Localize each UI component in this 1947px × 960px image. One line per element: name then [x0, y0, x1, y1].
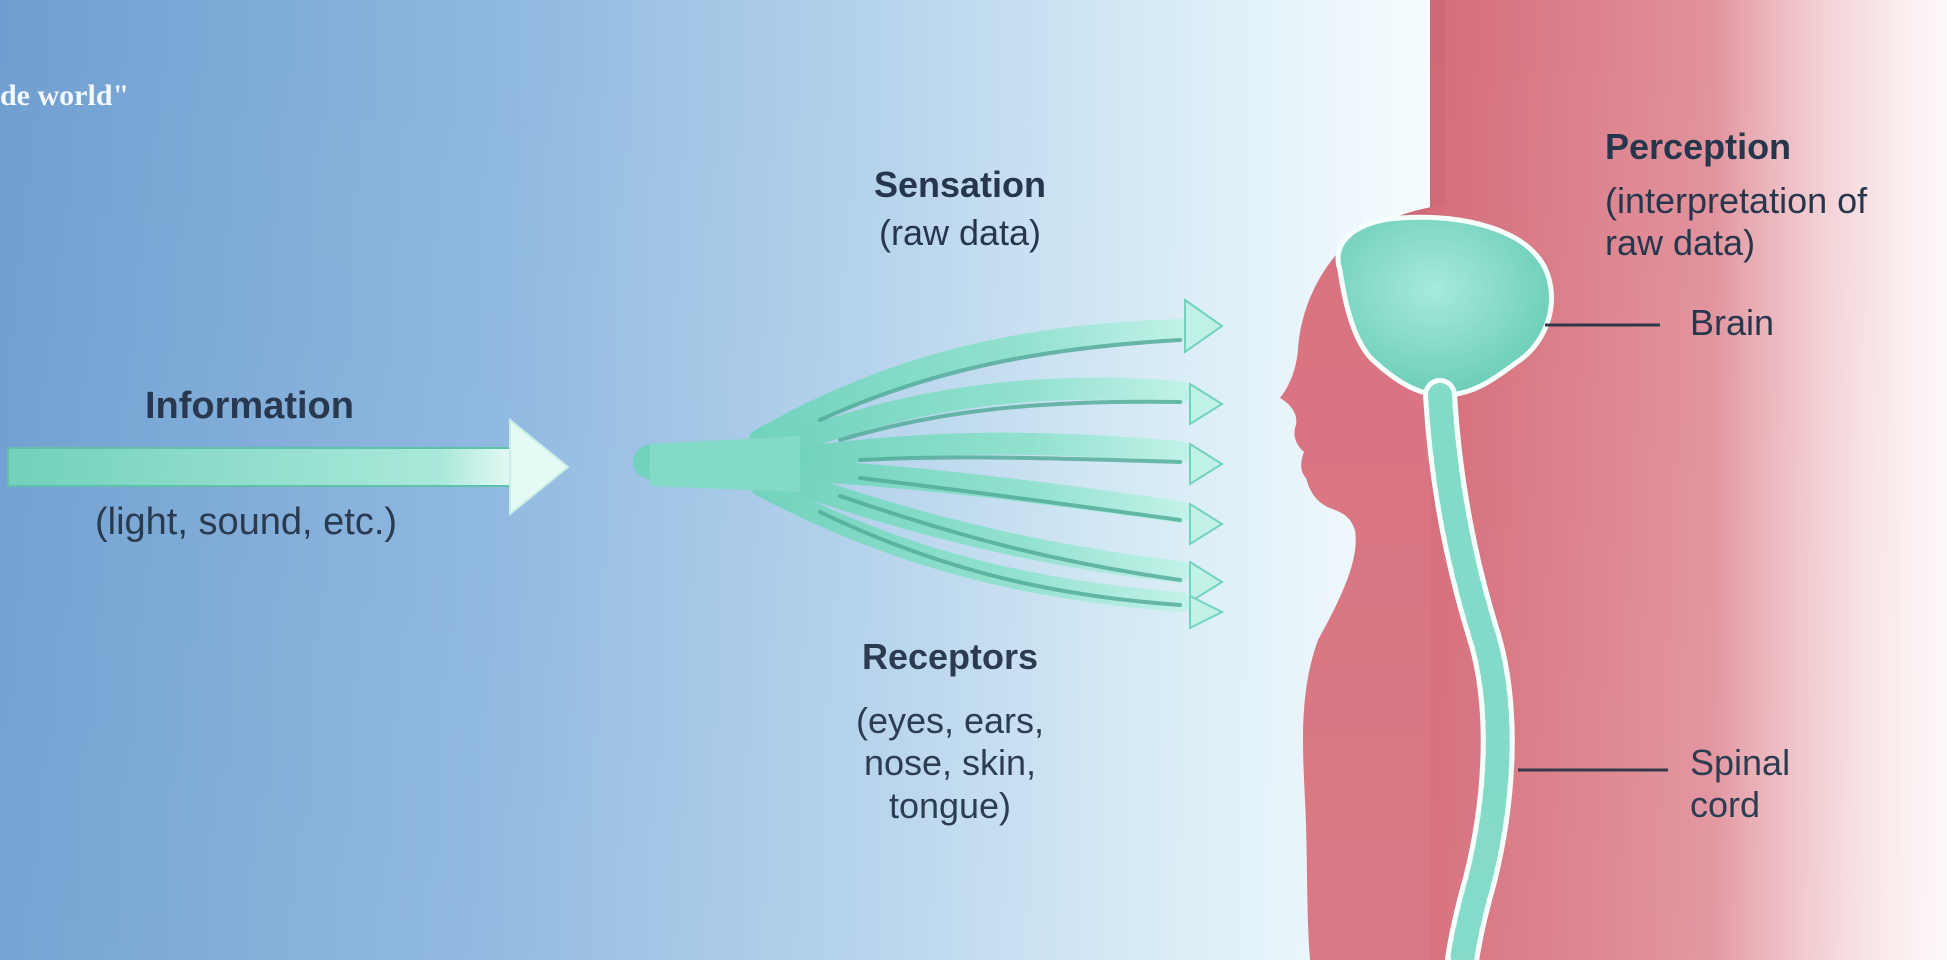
receptors-detail-line: (eyes, ears,	[830, 700, 1070, 742]
perception-detail: (interpretation of raw data)	[1605, 180, 1867, 265]
receptors-detail-line: tongue)	[830, 785, 1070, 827]
information-title: Information	[145, 384, 354, 429]
information-detail: (light, sound, etc.)	[95, 500, 397, 545]
spinal-cord-label-line: cord	[1690, 784, 1790, 826]
spinal-cord-label-line: Spinal	[1690, 742, 1790, 784]
spinal-cord-label: Spinal cord	[1690, 742, 1790, 827]
receptor-fan	[650, 330, 1180, 605]
person-silhouette	[1280, 0, 1445, 960]
sensation-detail: (raw data)	[840, 212, 1080, 254]
perception-title: Perception	[1605, 126, 1791, 168]
receptors-title: Receptors	[830, 636, 1070, 678]
perception-detail-line: raw data)	[1605, 222, 1867, 264]
receptors-detail: (eyes, ears, nose, skin, tongue)	[830, 700, 1070, 827]
receptor-arrow-tips	[1185, 300, 1222, 628]
sensation-title: Sensation	[840, 164, 1080, 206]
receptors-detail-line: nose, skin,	[830, 742, 1070, 784]
perception-detail-line: (interpretation of	[1605, 180, 1867, 222]
brain-label: Brain	[1690, 302, 1774, 344]
outside-world-label: de world"	[0, 78, 129, 113]
